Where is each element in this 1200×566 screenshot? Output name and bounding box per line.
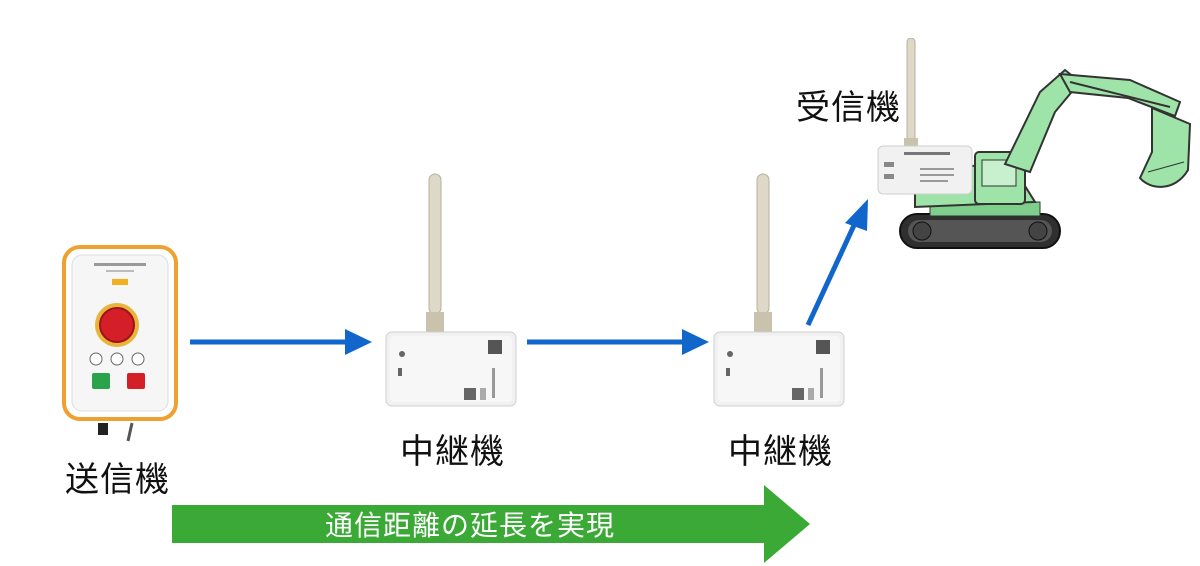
- transmitter-icon: [62, 245, 178, 442]
- banner-text: 通信距離の延長を実現: [324, 509, 615, 542]
- repeater-1-label: 中継機: [400, 432, 505, 472]
- repeater-2-label: 中継機: [728, 432, 833, 472]
- distance-extension-banner-arrow: [172, 485, 810, 563]
- flow-arrow-1: [190, 329, 372, 355]
- receiver-icon: [877, 38, 973, 195]
- flow-arrow-2: [527, 329, 709, 355]
- flow-arrow-3: [805, 199, 868, 327]
- transmitter-label: 送信機: [65, 460, 170, 500]
- repeater-2-icon: [713, 173, 845, 407]
- receiver-label: 受信機: [796, 88, 901, 128]
- repeater-1-icon: [385, 173, 517, 407]
